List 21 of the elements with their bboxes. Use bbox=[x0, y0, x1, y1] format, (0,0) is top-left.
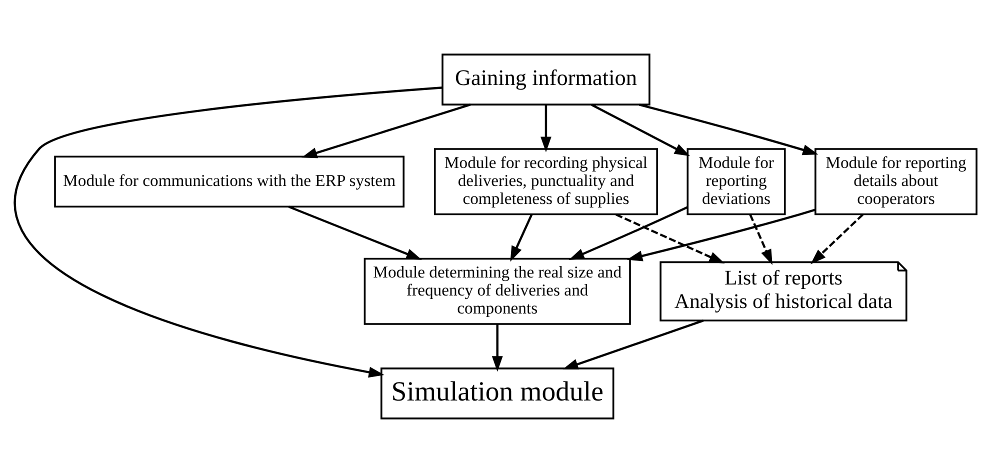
node-box: Module for recording physical deliveries, punctuality and completeness of supplies bbox=[434, 148, 658, 216]
arrow bbox=[492, 324, 503, 372]
arrow bbox=[591, 104, 690, 156]
arrow bbox=[510, 214, 533, 262]
arrow bbox=[562, 320, 704, 370]
arrow bbox=[749, 214, 772, 266]
arrow bbox=[14, 86, 443, 378]
arrow bbox=[302, 104, 471, 158]
node-box: Simulation module bbox=[380, 368, 614, 420]
arrow bbox=[638, 104, 818, 156]
arrow bbox=[568, 206, 688, 260]
node-box: Module determining the real size and frequency of deliveries and components bbox=[364, 258, 631, 325]
arrow bbox=[810, 214, 864, 264]
node-box: Gaining information bbox=[442, 54, 650, 106]
node-box: Module for reporting deviations bbox=[686, 148, 786, 216]
arrow bbox=[540, 104, 552, 152]
node-box: Module for reporting details about cooperators bbox=[814, 148, 978, 216]
arrow bbox=[288, 206, 422, 260]
arrow bbox=[626, 208, 816, 262]
node-box: Module for communications with the ERP system bbox=[54, 156, 405, 208]
arrow bbox=[616, 214, 725, 264]
